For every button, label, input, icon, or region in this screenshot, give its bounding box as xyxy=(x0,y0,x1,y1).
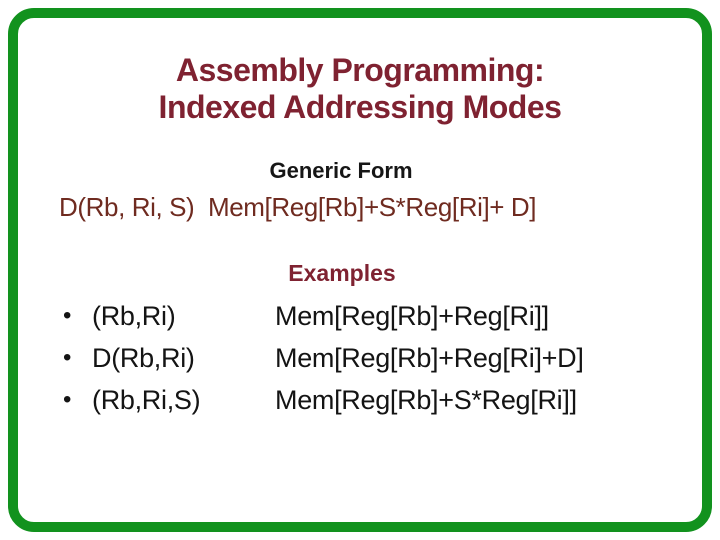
mode-translation: Mem[Reg[Rb]+Reg[Ri]] xyxy=(275,301,549,331)
slide-title: Assembly Programming: Indexed Addressing… xyxy=(0,52,720,126)
generic-form-formula: D(Rb, Ri, S) Mem[Reg[Rb]+S*Reg[Ri]+ D] xyxy=(59,192,537,222)
generic-form-heading: Generic Form xyxy=(269,158,413,183)
mode-translation: Mem[Reg[Rb]+Reg[Ri]+D] xyxy=(275,343,584,373)
examples-list: • (Rb,Ri) Mem[Reg[Rb]+Reg[Ri]] • D(Rb,Ri… xyxy=(63,295,584,421)
list-item: • (Rb,Ri) Mem[Reg[Rb]+Reg[Ri]] xyxy=(63,295,584,337)
addressing-mode: D(Rb,Ri) xyxy=(92,343,195,373)
bullet-icon: • xyxy=(63,302,72,329)
bullet-icon: • xyxy=(63,386,72,413)
slide-title-line2: Indexed Addressing Modes xyxy=(158,89,562,125)
addressing-mode: (Rb,Ri) xyxy=(92,301,176,331)
bullet-icon: • xyxy=(63,344,72,371)
list-item: • D(Rb,Ri) Mem[Reg[Rb]+Reg[Ri]+D] xyxy=(63,337,584,379)
mode-translation: Mem[Reg[Rb]+S*Reg[Ri]] xyxy=(275,385,577,415)
slide-title-line1: Assembly Programming: xyxy=(175,52,545,88)
examples-heading: Examples xyxy=(288,260,396,286)
list-item: • (Rb,Ri,S) Mem[Reg[Rb]+S*Reg[Ri]] xyxy=(63,379,584,421)
addressing-mode: (Rb,Ri,S) xyxy=(92,385,201,415)
